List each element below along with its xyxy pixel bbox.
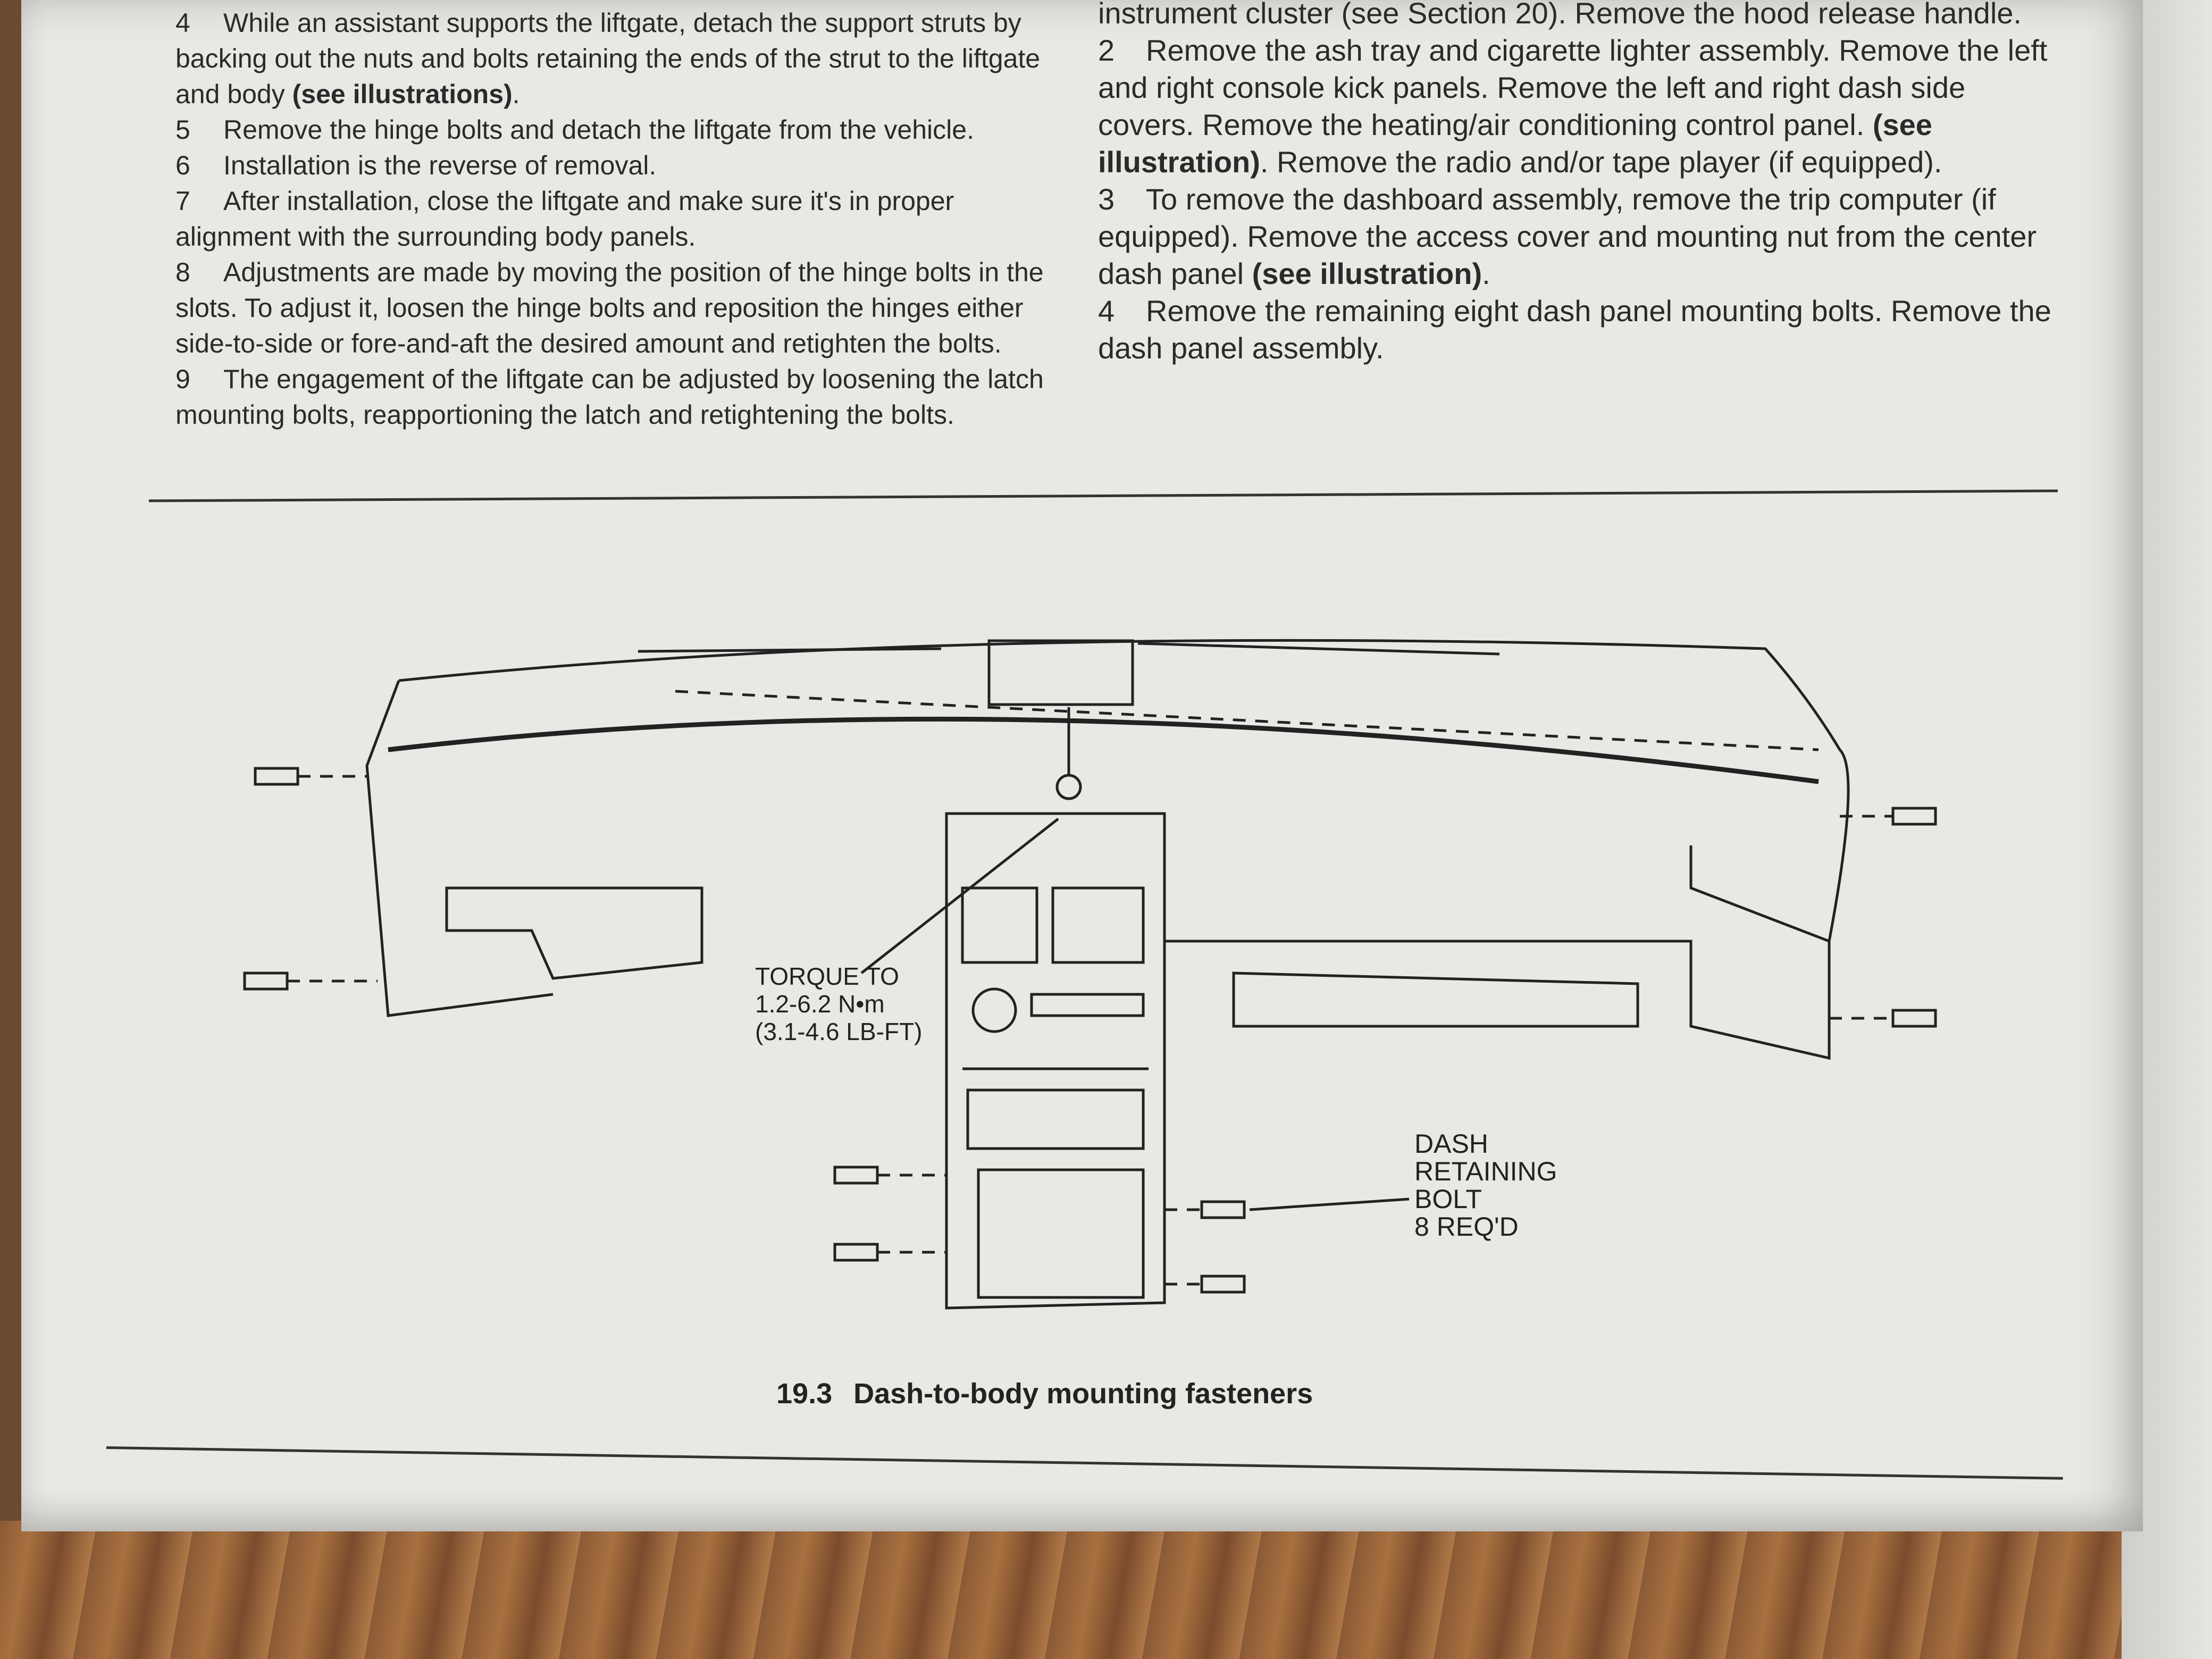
bolt-icon	[833, 1166, 879, 1185]
bolt-label: DASH RETAINING BOLT 8 REQ'D	[1414, 1130, 1557, 1241]
torque-line: TORQUE TO	[755, 962, 899, 990]
bolt-icon	[243, 971, 289, 991]
caption-text: Dash-to-body mounting fasteners	[853, 1378, 1313, 1410]
bolt-label-line: 8 REQ'D	[1414, 1212, 1519, 1242]
bolt-icon	[1891, 807, 1937, 826]
figure-top-rule	[149, 489, 2058, 502]
torque-line: 1.2-6.2 N•m	[755, 990, 885, 1018]
dashboard-line-drawing	[243, 639, 1937, 1310]
right-step: instrument cluster (see Section 20). Rem…	[1098, 0, 2022, 30]
dash-diagram: TORQUE TO 1.2-6.2 N•m (3.1-4.6 LB-FT) DA…	[223, 590, 2084, 1356]
figure-bottom-rule	[106, 1446, 2063, 1480]
bolt-icon	[1200, 1200, 1246, 1219]
bolt-label-line: RETAINING	[1414, 1157, 1557, 1186]
wooden-floor	[0, 1521, 2212, 1659]
caption-number: 19.3	[776, 1378, 833, 1410]
bolt-icon	[833, 1243, 879, 1262]
bolt-label-line: BOLT	[1414, 1184, 1482, 1214]
bolt-icon	[1891, 1009, 1937, 1028]
torque-line: (3.1-4.6 LB-FT)	[755, 1018, 923, 1045]
right-text-column: instrument cluster (see Section 20). Rem…	[1098, 0, 2066, 367]
figure-caption: 19.3 Dash-to-body mounting fasteners	[776, 1377, 1313, 1410]
bolt-label-line: DASH	[1414, 1129, 1488, 1159]
bolt-icon	[1200, 1275, 1246, 1294]
torque-label: TORQUE TO 1.2-6.2 N•m (3.1-4.6 LB-FT)	[755, 962, 922, 1045]
bolt-icon	[254, 767, 299, 786]
